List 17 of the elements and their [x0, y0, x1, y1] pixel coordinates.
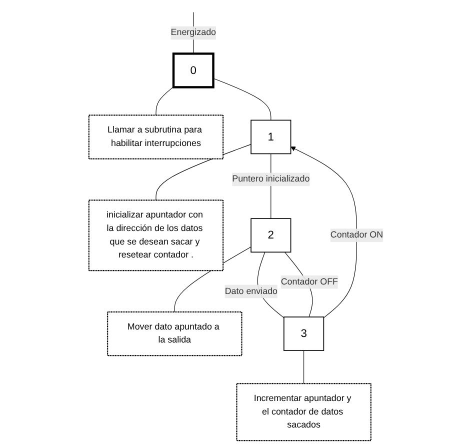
edge-label: Contador ON — [330, 230, 384, 240]
node-box: 3 — [284, 316, 324, 351]
arrow — [290, 146, 358, 318]
node-box: Incrementar apuntador y el contador de datos sacados — [236, 382, 372, 442]
edge-label: Dato enviado — [224, 286, 278, 296]
edge-label: Contador OFF — [280, 277, 338, 287]
connector — [156, 144, 252, 200]
node-box: Mover dato apuntado a la salida — [106, 311, 242, 356]
connector — [213, 78, 272, 120]
edge-label: Energizado — [170, 28, 216, 38]
node-box: 2 — [250, 218, 292, 253]
node-box: Llamar a subrutina para habilitar interrupciones — [88, 114, 224, 160]
node-box: 1 — [250, 120, 292, 154]
edge-label: Puntero inicializado — [232, 174, 310, 184]
connector — [156, 86, 174, 116]
node-box: inicializar apuntador con la dirección de los datos que se desean sacar y resetear contador . — [88, 200, 224, 272]
node-box: 0 — [172, 52, 214, 88]
